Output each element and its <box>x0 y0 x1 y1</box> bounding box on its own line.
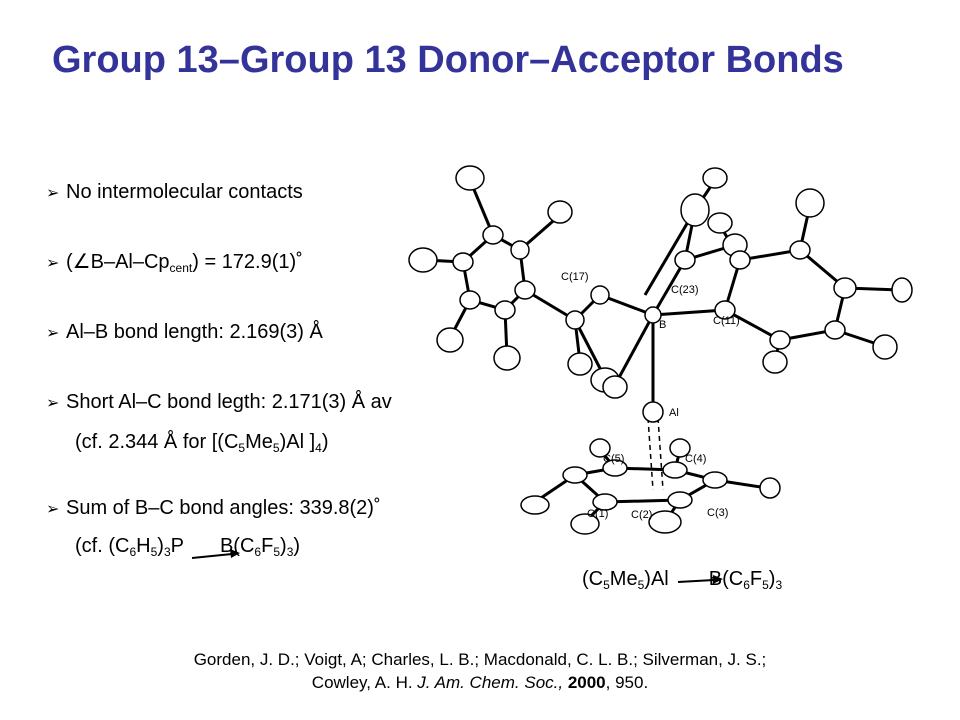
page-title: Group 13–Group 13 Donor–Acceptor Bonds <box>52 39 844 81</box>
arrow-bullet-icon: ➢ <box>46 501 60 518</box>
bullet-al-c-bond: ➢Short Al–C bond legth: 2.171(3) Å av <box>46 390 392 416</box>
arrow-bullet-icon: ➢ <box>46 255 60 272</box>
al-cp-dashed-bond <box>647 417 664 491</box>
bullet-bc-angles: ➢Sum of B–C bond angles: 339.8(2)˚ <box>46 496 381 522</box>
label-c3: C(3) <box>707 507 728 519</box>
bullet-angle: ➢(∠B–Al–Cpcent) = 172.9(1)˚ <box>46 251 303 275</box>
dative-arrow-icon <box>677 575 723 584</box>
label-c11: C(11) <box>713 315 740 327</box>
bullet-intermolecular: ➢No intermolecular contacts <box>46 180 303 206</box>
citation: Gorden, J. D.; Voigt, A; Charles, L. B.;… <box>193 650 767 692</box>
bullet-bond-length: ➢Al–B bond length: 2.169(3) Å <box>46 320 323 346</box>
molecular-structure-diagram: C(17) C(23) C(11) B Al C(5) C(4) C(1) C(… <box>408 165 913 535</box>
label-b: B <box>659 319 666 331</box>
label-al: Al <box>669 407 679 419</box>
label-c2: C(2) <box>631 509 652 521</box>
angle-icon: ∠ <box>72 251 91 273</box>
label-c4: C(4) <box>685 453 706 465</box>
label-c23: C(23) <box>671 284 699 296</box>
arrow-bullet-icon: ➢ <box>46 185 60 202</box>
bond-lines <box>424 179 901 408</box>
dative-arrow-icon <box>191 549 240 559</box>
label-c5: C(5) <box>603 453 624 465</box>
label-c17: C(17) <box>561 271 589 283</box>
arrow-bullet-icon: ➢ <box>46 325 60 342</box>
atom-labels: C(17) C(23) C(11) B Al C(5) C(4) C(1) C(… <box>561 271 740 521</box>
label-c1: C(1) <box>587 508 608 520</box>
atom-ellipsoids <box>408 165 913 535</box>
arrow-bullet-icon: ➢ <box>46 395 60 412</box>
bullet-al-c-cf: (cf. 2.344 Å for [(C5Me5)Al ]4) <box>75 431 329 455</box>
